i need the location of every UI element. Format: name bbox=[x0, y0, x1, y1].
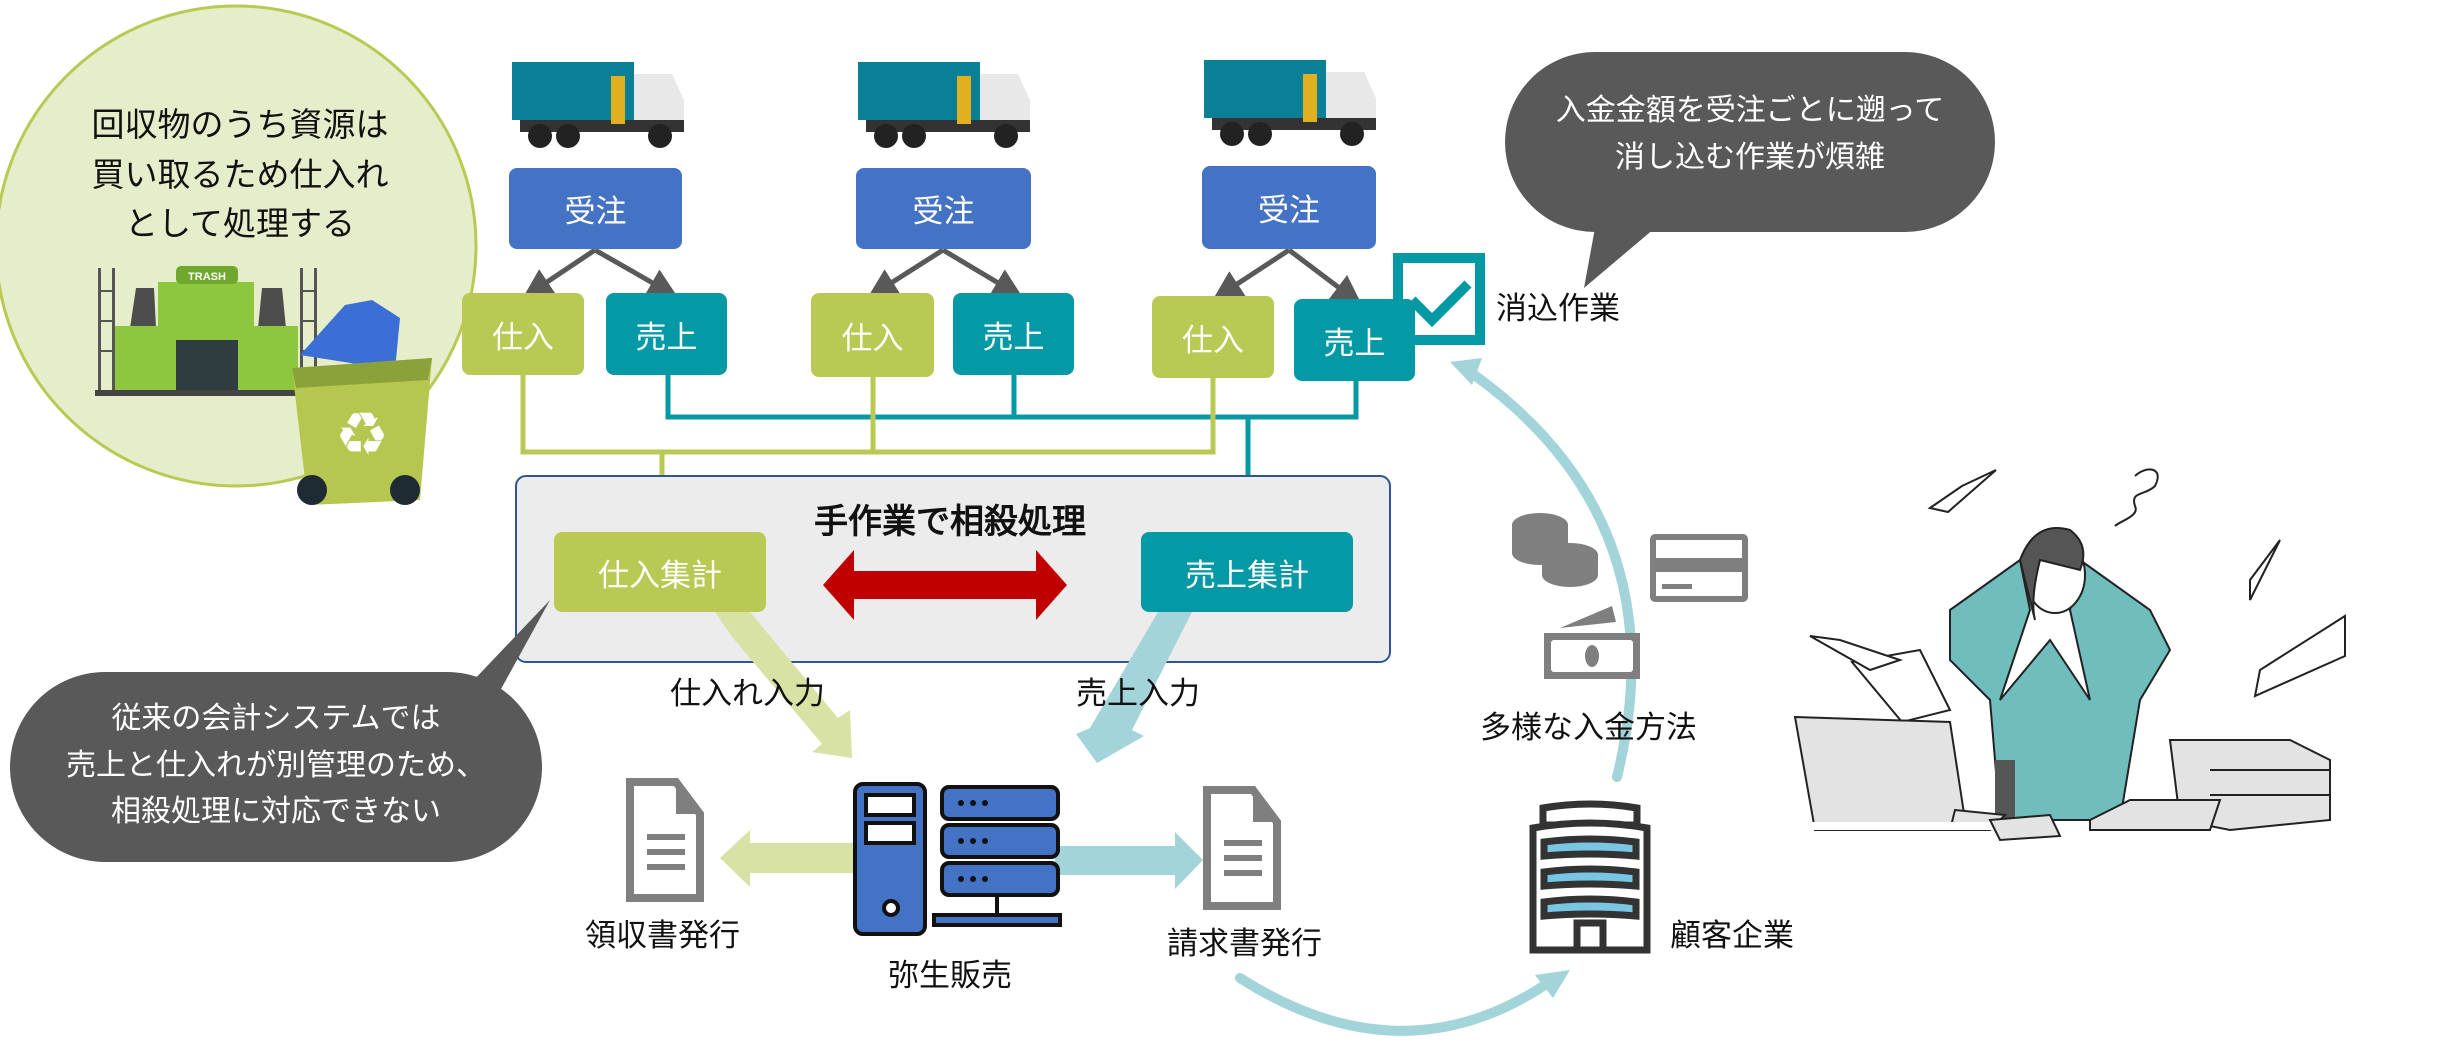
order-label: 受注 bbox=[1258, 193, 1320, 229]
order-box: 受注 bbox=[1202, 166, 1376, 249]
top-bubble-line: 入金金額を受注ごとに遡って bbox=[1555, 93, 1945, 128]
garbage-truck-icon bbox=[512, 62, 684, 148]
invoice-to-customer-arrowhead bbox=[1535, 970, 1570, 998]
purchase-label: 仕入 bbox=[841, 320, 904, 357]
sales-box: 売上 bbox=[606, 293, 727, 375]
purchase-box: 仕入 bbox=[811, 293, 934, 377]
payment-to-reconcile-arc bbox=[1465, 367, 1637, 782]
stressed-worker-illustration bbox=[1793, 468, 2346, 842]
resource-note-line: として処理する bbox=[124, 204, 355, 243]
purchase-label: 仕入 bbox=[492, 319, 554, 356]
left-bubble-line: 売上と仕入れが別管理のため、 bbox=[66, 747, 486, 783]
purchase-box: 仕入 bbox=[1152, 296, 1274, 378]
order-split-arrows bbox=[522, 247, 1362, 306]
resource-note-text: 回収物のうち資源は 買い取るため仕入れ として処理する bbox=[40, 100, 440, 249]
sales-input-label: 売上入力 bbox=[1076, 676, 1200, 712]
receipt-label: 領収書発行 bbox=[585, 918, 740, 954]
purchase-input-arrow bbox=[715, 612, 852, 758]
resource-note-line: 回収物のうち資源は bbox=[91, 105, 389, 144]
svg-text:♻: ♻ bbox=[335, 400, 389, 470]
order-box: 受注 bbox=[509, 168, 682, 249]
office-building-icon bbox=[1529, 800, 1651, 954]
recycling-factory-icon: TRASH bbox=[95, 266, 317, 396]
top-bubble-text: 入金金額を受注ごとに遡って 消し込む作業が煩雑 bbox=[1505, 88, 1995, 181]
sales-total-box: 売上集計 bbox=[1141, 532, 1353, 612]
server-icon bbox=[853, 782, 1062, 936]
sales-box: 売上 bbox=[953, 293, 1074, 375]
top-speech-bubble bbox=[1505, 52, 1995, 288]
payment-methods-label: 多様な入金方法 bbox=[1480, 710, 1697, 746]
invoice-label: 請求書発行 bbox=[1167, 926, 1322, 962]
sales-label: 売上 bbox=[982, 319, 1045, 356]
customer-label: 顧客企業 bbox=[1670, 918, 1794, 954]
factory-sign: TRASH bbox=[188, 271, 226, 283]
left-bubble-line: 従来の会計システムでは bbox=[111, 701, 441, 736]
credit-card-icon bbox=[1650, 534, 1748, 602]
receipt-output-arrow bbox=[720, 830, 855, 887]
system-name-label: 弥生販売 bbox=[888, 958, 1012, 994]
offset-panel-title: 手作業で相殺処理 bbox=[814, 502, 1086, 542]
top-bubble-line: 消し込む作業が煩雑 bbox=[1615, 139, 1885, 175]
sales-input-arrow bbox=[1076, 612, 1192, 763]
sales-box: 売上 bbox=[1294, 299, 1415, 381]
order-label: 受注 bbox=[564, 194, 627, 230]
left-speech-bubble bbox=[10, 600, 550, 862]
garbage-truck-icon bbox=[1204, 60, 1376, 146]
purchase-input-label: 仕入れ入力 bbox=[670, 676, 825, 712]
sales-label: 売上 bbox=[635, 319, 698, 356]
server-led-dots bbox=[958, 800, 988, 882]
recycle-bin-icon: ♻ bbox=[292, 300, 432, 505]
purchase-total-box: 仕入集計 bbox=[554, 532, 766, 612]
purchase-label: 仕入 bbox=[1182, 322, 1244, 359]
invoice-document-icon bbox=[1203, 786, 1281, 910]
order-box: 受注 bbox=[856, 168, 1031, 249]
garbage-truck-icon bbox=[858, 62, 1030, 148]
cash-icon bbox=[1544, 606, 1640, 679]
order-label: 受注 bbox=[912, 194, 975, 230]
coins-icon bbox=[1512, 513, 1598, 587]
receipt-document-icon bbox=[626, 778, 704, 902]
sales-label: 売上 bbox=[1323, 325, 1386, 362]
purchase-box: 仕入 bbox=[462, 293, 584, 375]
resource-note-line: 買い取るため仕入れ bbox=[91, 154, 389, 194]
left-bubble-line: 相殺処理に対応できない bbox=[111, 794, 441, 829]
offset-double-arrow bbox=[823, 550, 1067, 620]
left-bubble-text: 従来の会計システムでは 売上と仕入れが別管理のため、 相殺処理に対応できない bbox=[10, 696, 542, 836]
payment-to-reconcile-arrowhead bbox=[1450, 358, 1482, 385]
purchase-total-label: 仕入集計 bbox=[598, 557, 722, 594]
reconcile-label: 消込作業 bbox=[1496, 291, 1620, 327]
sales-total-label: 売上集計 bbox=[1185, 557, 1309, 594]
invoice-output-arrow bbox=[1055, 832, 1203, 889]
invoice-to-customer-arc bbox=[1235, 973, 1550, 1036]
